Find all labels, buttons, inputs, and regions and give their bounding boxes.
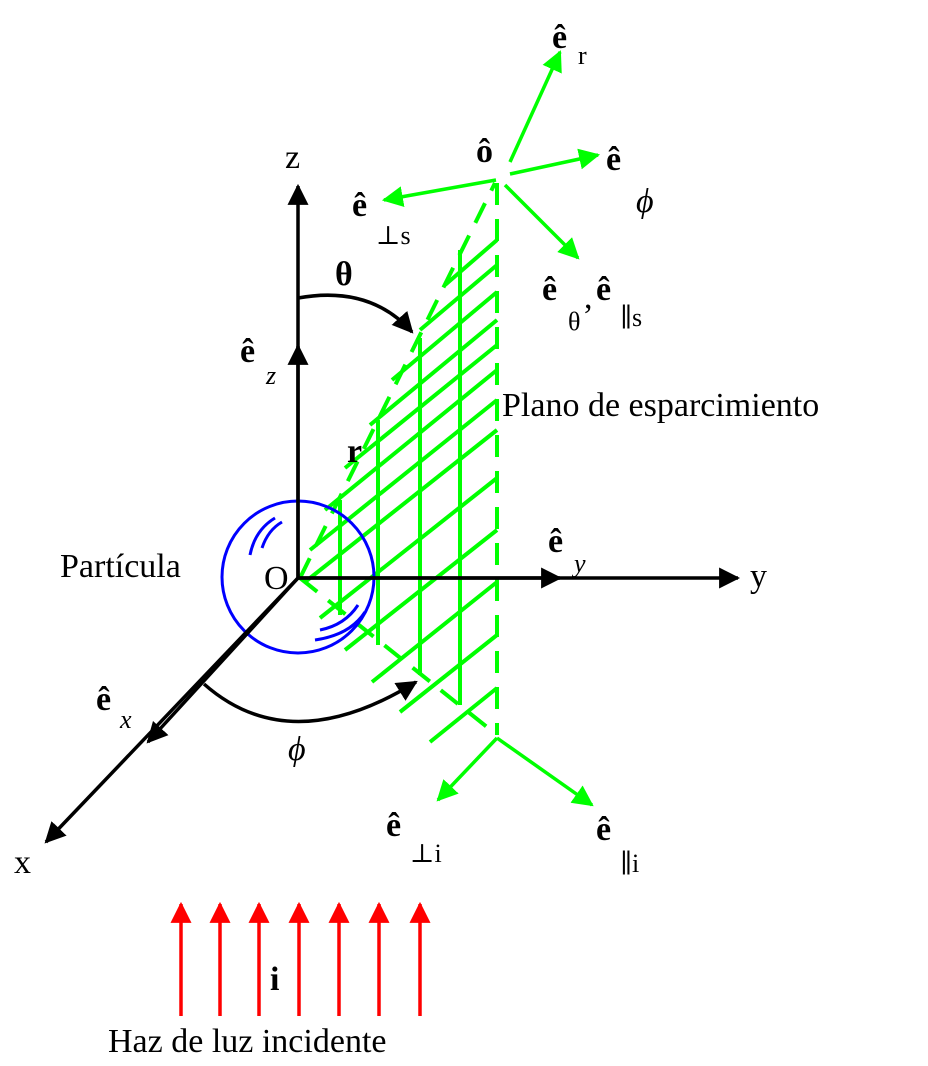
etheta-sub: θ bbox=[568, 307, 580, 336]
ey-label: ê bbox=[548, 523, 563, 560]
etheta-comma: , bbox=[584, 279, 593, 316]
ez-sub: z bbox=[265, 361, 276, 390]
theta-label: θ bbox=[335, 256, 353, 293]
eperp-s-sub: ⊥s bbox=[376, 221, 411, 250]
o-hat-label: ô bbox=[476, 133, 493, 170]
incident-arrows-icon bbox=[170, 901, 431, 1016]
phi-arc bbox=[202, 680, 418, 724]
epar-s-label: ê bbox=[596, 271, 611, 308]
eperp-i-label: ê bbox=[386, 807, 401, 844]
eperp-s-vector bbox=[381, 178, 497, 208]
eperp-i-sub: ⊥i bbox=[410, 839, 442, 868]
ephi-sub: ϕ bbox=[636, 183, 654, 220]
phi-label: ϕ bbox=[288, 731, 306, 768]
epar-i-vector bbox=[495, 736, 594, 807]
ex-label: ê bbox=[96, 681, 111, 718]
origin-label: O bbox=[264, 560, 289, 597]
scattered-vectors bbox=[381, 50, 601, 807]
incident-beam-label: Haz de luz incidente bbox=[108, 1023, 386, 1060]
epar-i-label: ê bbox=[596, 811, 611, 848]
theta-arc bbox=[297, 293, 414, 334]
ephi-label: ê bbox=[606, 141, 621, 178]
epar-i-sub: ∥i bbox=[620, 849, 639, 878]
ez-label: ê bbox=[240, 333, 255, 370]
er-vector bbox=[508, 50, 562, 163]
er-label: ê bbox=[552, 19, 567, 56]
axes bbox=[44, 183, 741, 844]
eperp-s-label: ê bbox=[352, 187, 367, 224]
ex-vector bbox=[146, 576, 300, 744]
r-vector-label: r bbox=[347, 433, 362, 470]
hatched-plane-icon bbox=[298, 182, 499, 744]
eperp-i-vector bbox=[436, 736, 499, 802]
ey-sub: y bbox=[571, 549, 586, 578]
y-axis-label: y bbox=[750, 558, 767, 595]
epar-s-sub: ∥s bbox=[620, 303, 642, 332]
etheta-vector bbox=[503, 183, 580, 260]
x-axis-label: x bbox=[14, 844, 31, 881]
i-vector-label: i bbox=[270, 961, 279, 998]
etheta-label: ê bbox=[542, 271, 557, 308]
ephi-vector bbox=[509, 148, 601, 176]
ex-sub: x bbox=[119, 705, 132, 734]
er-sub: r bbox=[578, 41, 587, 70]
z-axis-label: z bbox=[285, 139, 300, 176]
particle-label: Partícula bbox=[60, 548, 181, 585]
scatter-plane-label: Plano de esparcimiento bbox=[502, 387, 819, 424]
